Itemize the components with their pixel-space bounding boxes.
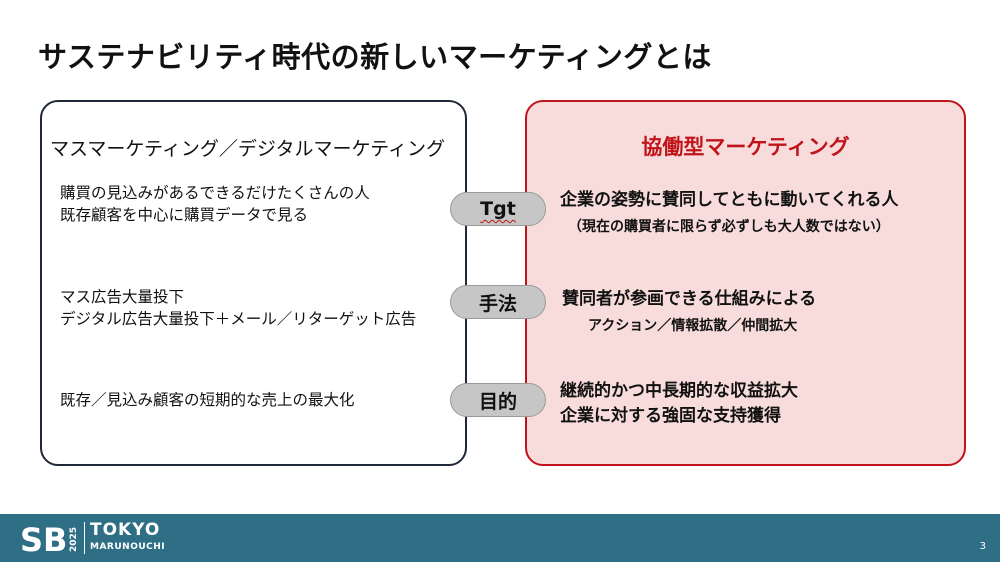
left-item-line: 既存顧客を中心に購買データで見る <box>60 206 309 224</box>
right-panel-heading: 協働型マーケティング <box>641 135 850 159</box>
sb-logo-icon: SB <box>20 522 67 556</box>
page-number: 3 <box>979 541 986 552</box>
left-panel <box>40 100 467 466</box>
logo-city: TOKYO <box>90 520 161 540</box>
left-item-line: デジタル広告大量投下＋メール／リターゲット広告 <box>60 310 417 328</box>
left-item-line: 既存／見込み顧客の短期的な売上の最大化 <box>60 391 355 409</box>
pill-purpose: 目的 <box>450 383 546 417</box>
left-item-method: マス広告大量投下 デジタル広告大量投下＋メール／リターゲット広告 <box>60 286 416 330</box>
pill-target: Tgt <box>450 192 546 226</box>
left-item-line: マス広告大量投下 <box>60 288 185 306</box>
right-item-purpose-sub: 企業に対する強固な支持獲得 <box>560 406 781 426</box>
left-item-purpose: 既存／見込み顧客の短期的な売上の最大化 <box>60 389 355 411</box>
logo-letters: SB <box>20 522 67 556</box>
footer-bar <box>0 514 1000 562</box>
pill-target-label: Tgt <box>480 198 516 220</box>
right-item-method-sub: アクション／情報拡散／仲間拡大 <box>588 318 798 334</box>
logo-divider <box>84 522 85 554</box>
right-item-method-main: 賛同者が参画できる仕組みによる <box>562 289 817 309</box>
logo-district: MARUNOUCHI <box>90 542 166 552</box>
left-item-line: 購買の見込みがあるできるだけたくさんの人 <box>60 184 370 202</box>
logo-year: 2025 <box>69 526 79 552</box>
pill-purpose-label: 目的 <box>478 390 517 413</box>
pill-method: 手法 <box>450 285 546 319</box>
right-item-target-sub: （現在の購買者に限らず必ずしも大人数ではない） <box>568 219 890 235</box>
right-item-purpose-main: 継続的かつ中長期的な収益拡大 <box>560 381 798 401</box>
right-item-target-main: 企業の姿勢に賛同してともに動いてくれる人 <box>560 190 899 210</box>
left-panel-heading: マスマーケティング／デジタルマーケティング <box>50 138 446 160</box>
slide-title: サステナビリティ時代の新しいマーケティングとは <box>38 40 712 74</box>
left-item-target: 購買の見込みがあるできるだけたくさんの人 既存顧客を中心に購買データで見る <box>60 182 370 226</box>
pill-method-label: 手法 <box>478 292 517 315</box>
right-panel <box>525 100 966 466</box>
